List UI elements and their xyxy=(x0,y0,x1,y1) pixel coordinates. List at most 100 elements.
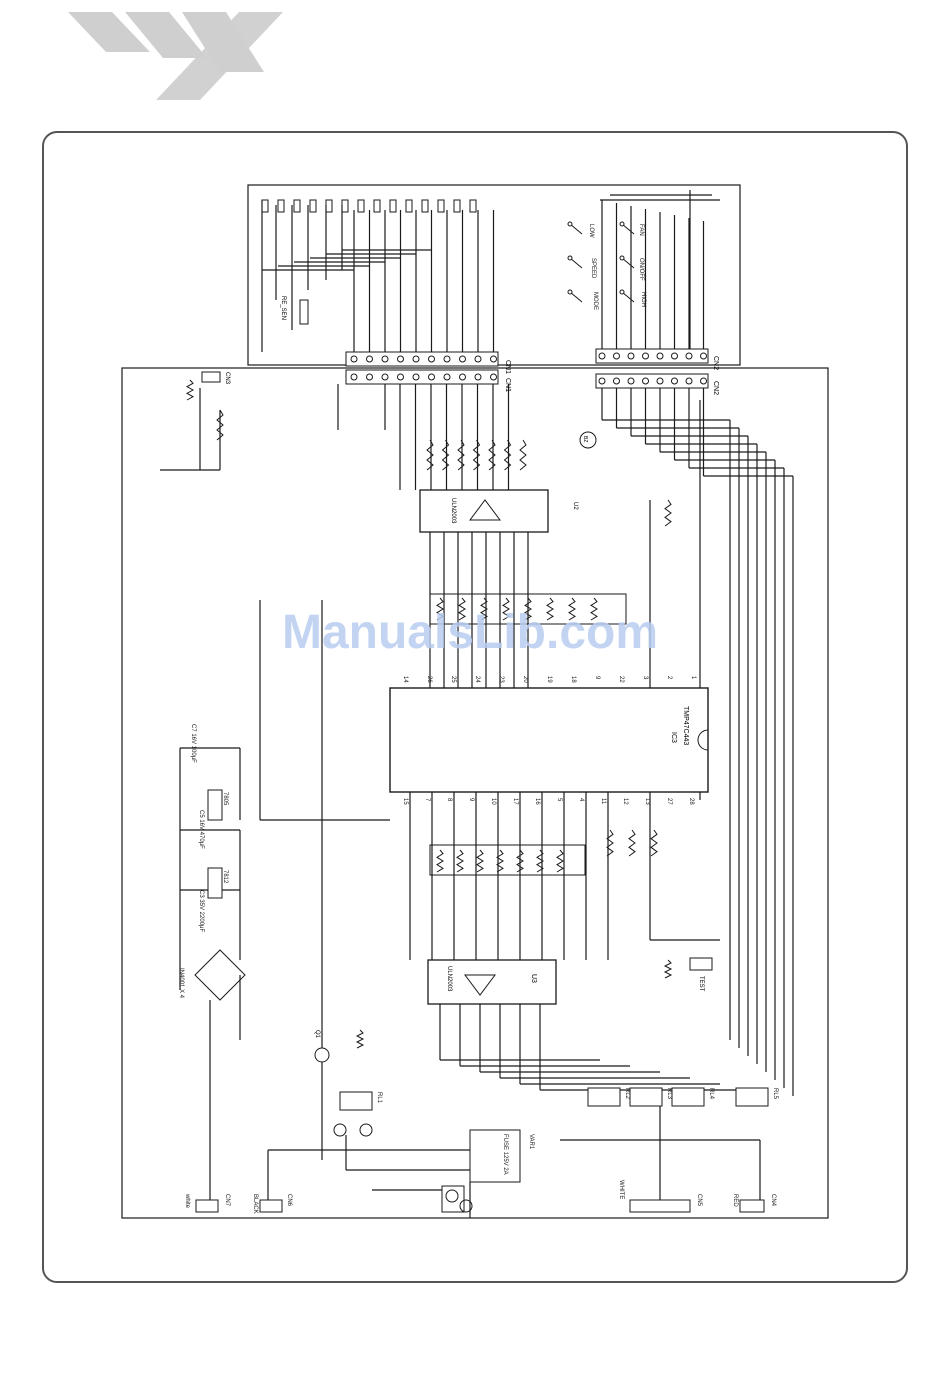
resistor xyxy=(546,597,554,621)
mcu-pin-bottom-label: 16 xyxy=(534,798,540,805)
resistor xyxy=(441,439,450,471)
switch-fan-label: FAN xyxy=(638,224,644,236)
resistor xyxy=(436,849,444,873)
connector-pin xyxy=(412,373,420,381)
cn1-top-connector: CN1 xyxy=(345,351,511,374)
switch-contact xyxy=(569,257,583,269)
bottom-connectors: CN7 white CN6 BLACK CN5 WHITE CN4 RED xyxy=(184,1180,776,1214)
u3-driver-ic: ULN2003 U3 xyxy=(427,959,557,1005)
cn1-top-label: CN1 xyxy=(504,360,511,374)
regulator-7812 xyxy=(207,867,223,899)
mcu-pin-bottom-label: 5 xyxy=(556,798,562,802)
connector-pin xyxy=(412,355,420,363)
cn2-top-label: CN2 xyxy=(712,356,719,370)
relay-label: RL3 xyxy=(666,1088,672,1100)
resistor xyxy=(488,439,496,471)
connector-pin xyxy=(700,377,707,385)
buzzer xyxy=(579,431,597,449)
resistor xyxy=(556,849,564,873)
resistor-array-ra1 xyxy=(429,593,627,625)
cn2-bottom-label: CN2 xyxy=(712,381,719,395)
terminal-mark xyxy=(309,199,317,213)
watermark: ManualsLib.com xyxy=(282,606,658,659)
resistor xyxy=(524,597,532,621)
switch-contact xyxy=(621,257,635,269)
relay-label: RL1 xyxy=(376,1092,382,1104)
mcu-pin-top-label: 19 xyxy=(546,676,552,683)
cn2-bottom-connector: CN2 xyxy=(595,373,719,395)
switch-node xyxy=(619,289,625,295)
resistor xyxy=(456,849,464,873)
cn7-wire-label: white xyxy=(184,1193,190,1209)
switch-node xyxy=(619,255,625,261)
connector-pin xyxy=(685,377,693,385)
re-sen-label: RE_SEN xyxy=(280,296,286,320)
relay-label: RL5 xyxy=(772,1088,778,1100)
connector-pin xyxy=(671,377,678,385)
mcu-pin-top-label: 25 xyxy=(450,676,456,683)
connector-pin xyxy=(656,377,664,385)
re-sen-sensor xyxy=(299,299,309,325)
terminal-mark xyxy=(325,199,333,213)
terminal-mark xyxy=(421,199,429,213)
connector-pin xyxy=(627,377,635,385)
switch-node xyxy=(619,221,625,227)
cn5-label: CN5 xyxy=(696,1194,702,1207)
connector-pin xyxy=(490,355,497,363)
cn4-label: CN4 xyxy=(770,1194,776,1207)
u3-ref-label: U3 xyxy=(530,974,537,983)
cn4-wire-label: RED xyxy=(732,1194,738,1207)
resistor xyxy=(664,499,672,527)
mcu-pin-bottom-label: 17 xyxy=(512,798,518,805)
test-label: TEST xyxy=(698,976,704,992)
connector-pin xyxy=(613,377,620,385)
resistor-array-ra2 xyxy=(429,844,586,876)
connector-pin xyxy=(490,373,497,381)
resistor xyxy=(436,597,444,621)
cn7-label: CN7 xyxy=(224,1194,230,1207)
resistor xyxy=(536,849,544,873)
terminal-mark xyxy=(277,199,285,213)
switch-contact xyxy=(569,291,583,303)
relay-coil-a xyxy=(333,1123,347,1137)
connector-pin xyxy=(598,377,606,385)
resistor xyxy=(185,379,195,401)
cn6-wire-label: BLACK xyxy=(252,1194,258,1214)
resistor xyxy=(606,829,614,857)
mcu-pin-bottom-label: 11 xyxy=(600,798,606,805)
u2-ref-label: U2 xyxy=(572,502,578,510)
u2-part-label: ULN2003 xyxy=(450,498,456,524)
switch-low-label: LOW xyxy=(588,224,594,238)
regulator-7805 xyxy=(207,789,223,821)
connector-pin xyxy=(656,352,664,360)
mcu-part-label: TMP47C443 xyxy=(682,706,689,745)
connector-pin xyxy=(350,355,358,363)
terminal-mark xyxy=(469,199,477,213)
resistor xyxy=(496,849,504,873)
fuse-label: FUSE 125V 2A xyxy=(502,1134,508,1175)
varistor-box xyxy=(441,1185,465,1213)
resistor xyxy=(519,439,527,471)
cn6-connector xyxy=(259,1199,283,1213)
c3-label: C3 35V 2200μF xyxy=(198,890,204,932)
cn4-connector xyxy=(739,1199,765,1213)
terminal-mark xyxy=(357,199,365,213)
cn1-bottom-label: CN1 xyxy=(504,378,511,392)
test-connector xyxy=(689,957,713,971)
relay-body xyxy=(587,1087,621,1107)
mcu-pin-bottom-label: 27 xyxy=(666,798,672,805)
connector-pin xyxy=(381,355,389,363)
cn3-connector xyxy=(201,371,221,383)
connector-pin xyxy=(671,352,678,360)
resistor xyxy=(568,597,576,621)
u3-part-label: ULN2003 xyxy=(446,966,452,992)
mcu-pin-bottom-label: 15 xyxy=(402,798,408,805)
switch-high-label: HIGH xyxy=(640,292,646,307)
mcu-pin-top-label: 3 xyxy=(642,676,648,680)
mcu-pin-bottom-label: 12 xyxy=(622,798,628,805)
connector-pin xyxy=(443,373,451,381)
connector-pin xyxy=(613,352,620,360)
c7-label: C7 16V 100μF xyxy=(190,724,196,763)
